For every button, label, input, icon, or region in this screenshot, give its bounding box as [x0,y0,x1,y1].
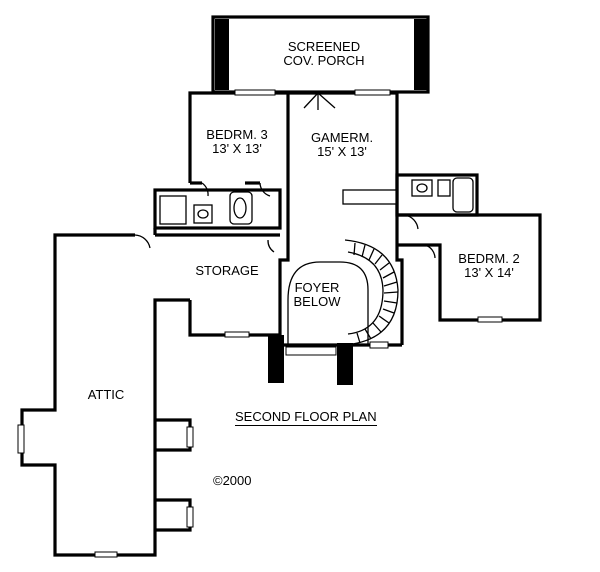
game-room-dims: 15' X 13' [317,144,367,159]
bath-3 [153,188,282,230]
curved-stair-inner [347,251,384,335]
game-room-label: GAMERM. 15' X 13' [311,131,373,159]
curved-stair-outer [344,239,399,346]
game-room-name: GAMERM. [310,130,374,145]
bedroom-2-label: BEDRM. 2 13' X 14' [458,252,519,280]
foyer-below-outline [287,261,369,345]
bedroom-3-name: BEDRM. 3 [206,127,268,142]
storage-label: STORAGE [195,263,259,278]
screened-porch-name-2: COV. PORCH [283,53,365,68]
bathtub-icon-2 [452,177,474,213]
sink-icon-2 [411,179,433,197]
bedroom-3-dims: 13' X 13' [212,141,262,156]
screened-porch-label: SCREENED COV. PORCH [283,40,364,68]
game-room-walls [290,91,399,245]
plan-title: SECOND FLOOR PLAN [235,409,377,426]
foyer-label: FOYER BELOW [294,281,341,309]
attic-label: ATTIC [87,387,125,402]
bath-2 [395,173,479,217]
bedroom-3-label: BEDRM. 3 13' X 13' [206,128,267,156]
foyer-walls [268,239,404,385]
bedroom-2-name: BEDRM. 2 [458,251,520,266]
foyer-name-2: BELOW [293,294,341,309]
storage-walls [153,228,280,338]
sink-icon [193,204,213,224]
attic-walls [17,233,194,558]
porch-windows [234,89,391,96]
copyright-text: ©2000 [213,473,252,488]
bathtub-icon [229,191,253,225]
railing [342,189,398,205]
screened-porch-name: SCREENED [287,39,361,54]
foyer-name: FOYER [294,280,340,295]
toilet-icon [437,179,451,197]
bedroom-2-walls [397,213,542,323]
bedroom-2-dims: 13' X 14' [464,265,514,280]
